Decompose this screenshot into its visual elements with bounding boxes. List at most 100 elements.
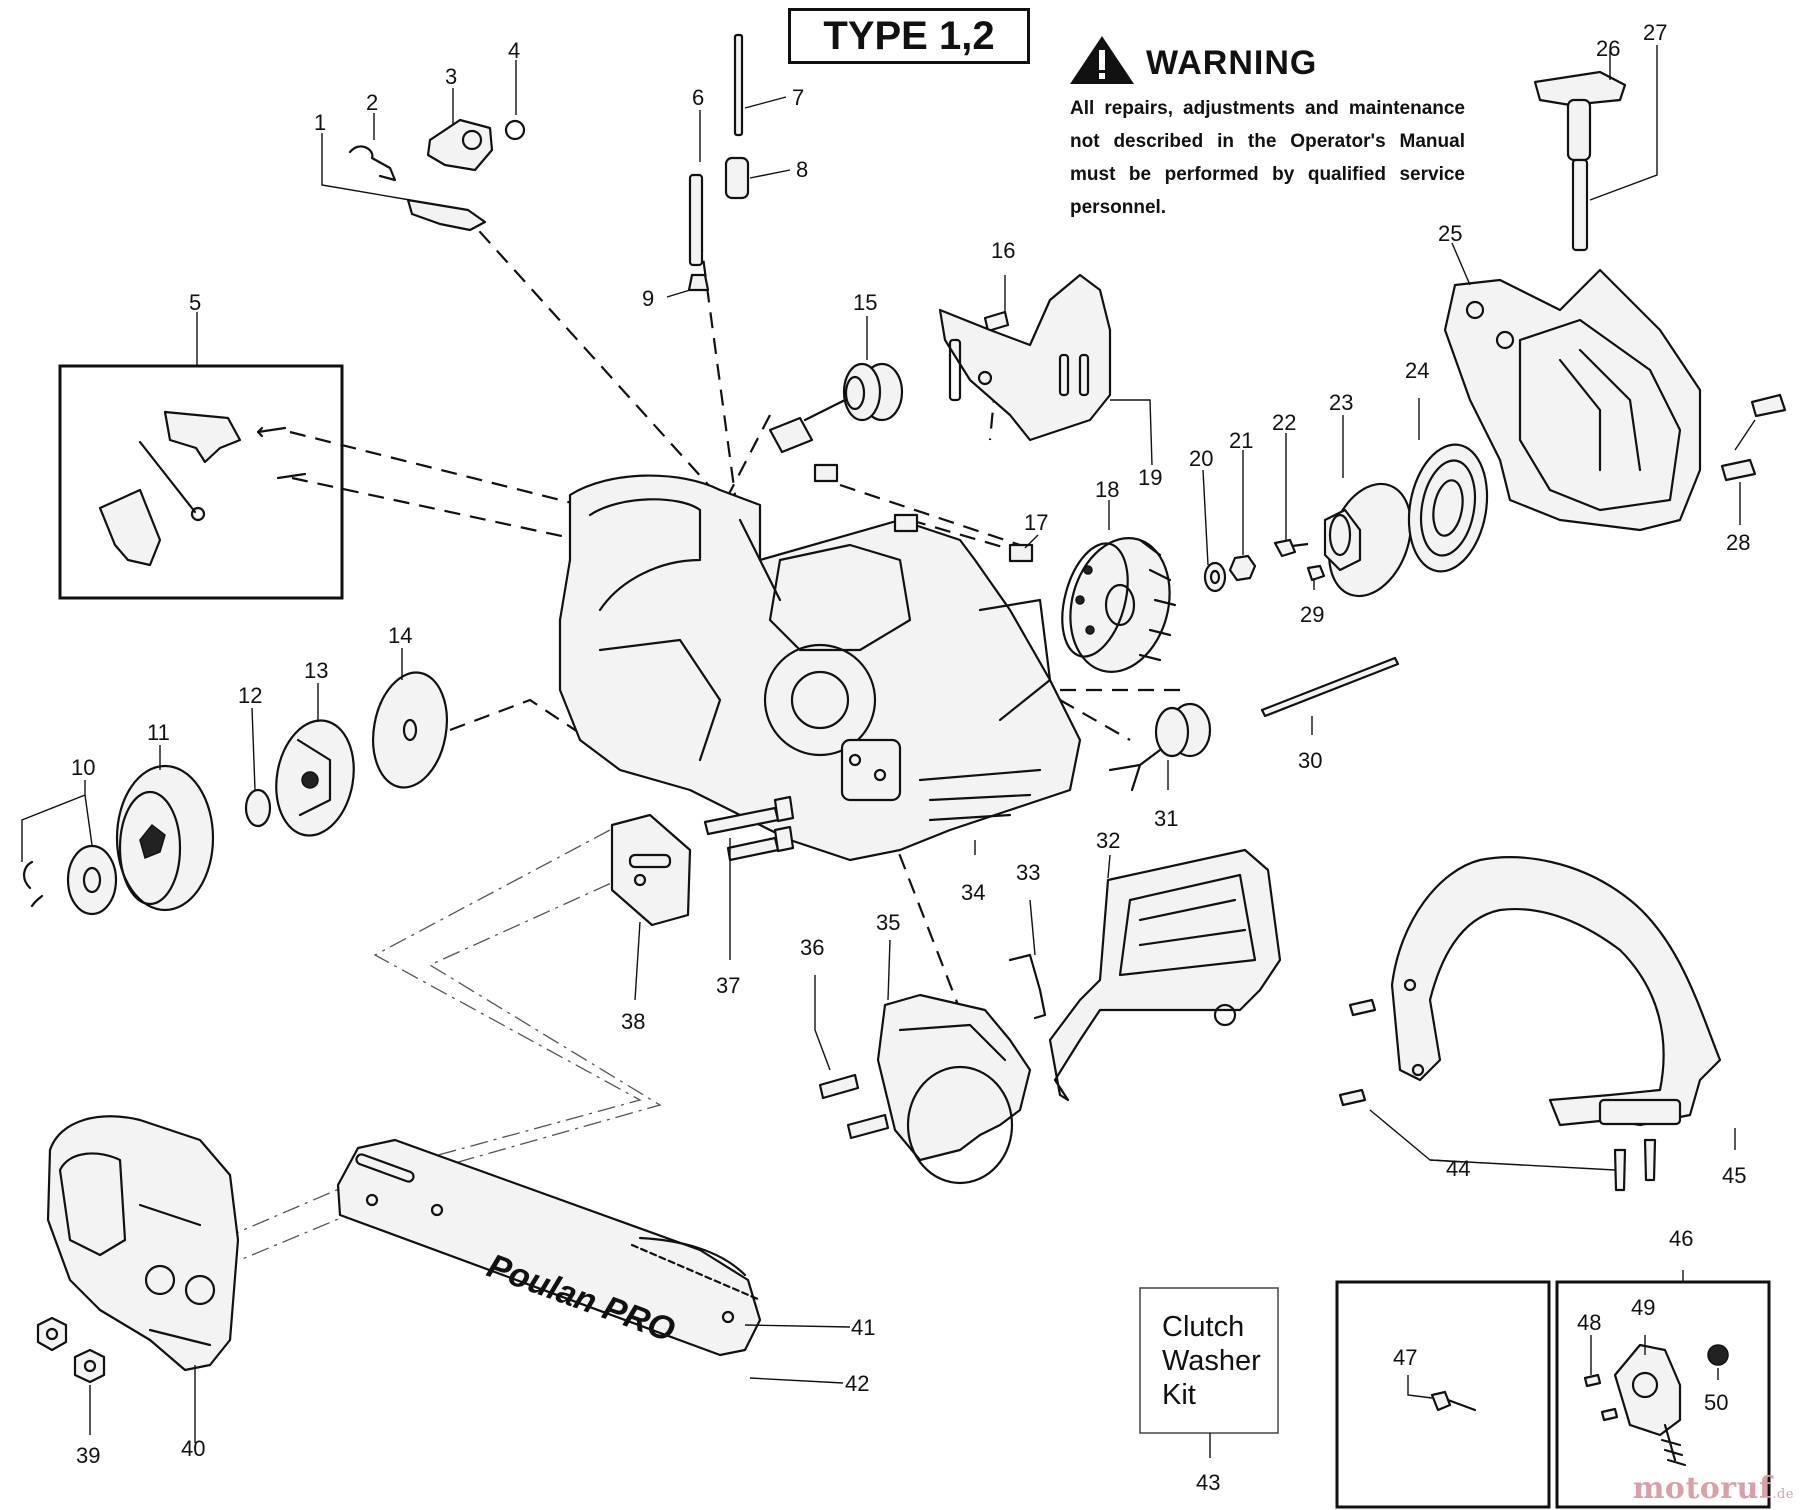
clutch-washer-kit-label: Clutch Washer Kit [1162,1311,1261,1411]
callout-42: 42 [845,1371,869,1396]
part-5-chain-brake-parts [98,410,307,567]
part-48-screw-b [1600,1407,1619,1422]
part-17-clip-b [893,513,919,533]
part-45-front-handle-bar [1390,856,1722,1127]
callout-24: 24 [1405,358,1429,383]
part-1-lever [406,198,487,232]
callout-40: 40 [181,1436,205,1461]
callout-4: 4 [508,38,520,63]
callout-13: 13 [304,658,328,683]
watermark-suffix: .de [1772,1487,1794,1502]
part-23-starter-pulley [1323,482,1412,598]
callout-34: 34 [961,880,985,905]
part-47-box [1335,1280,1551,1509]
callout-1: 1 [314,110,326,135]
part-9-valve [687,273,710,292]
callout-50: 50 [1704,1390,1728,1415]
callout-6: 6 [692,85,704,110]
warning-body: All repairs, adjustments and maintenance… [1070,98,1465,218]
callout-20: 20 [1189,446,1213,471]
part-7-rod [733,33,744,137]
callout-9: 9 [642,286,654,311]
part-12-washer [244,788,272,828]
callout-5: 5 [189,290,201,315]
callout-36: 36 [800,935,824,960]
part-16-screw [983,310,1010,333]
callout-7: 7 [792,85,804,110]
callout-31: 31 [1154,806,1178,831]
callout-46: 46 [1669,1226,1693,1251]
part-24-rewind-spring [1407,443,1489,573]
part-19-heat-shield [938,273,1112,442]
part-42-guide-bar: Poulan PRO [336,1138,762,1357]
part-22-screw [1273,538,1309,558]
part-44-screw-b [1338,1088,1367,1107]
part-20-washer [1203,561,1227,593]
callout-48: 48 [1577,1310,1601,1335]
callout-32: 32 [1096,828,1120,853]
part-48-screw-a [1583,1373,1602,1388]
callout-30: 30 [1298,748,1322,773]
part-14-clutch-cover-disc [372,671,448,789]
callout-35: 35 [876,910,900,935]
part-17-clip-c [1008,543,1034,563]
part-44-screw-d [1643,1138,1657,1182]
callout-26: 26 [1596,36,1620,61]
callout-33: 33 [1016,860,1040,885]
warning-title: WARNING [1146,44,1318,82]
callout-11: 11 [147,720,170,745]
callout-12: 12 [238,683,262,708]
callout-45: 45 [1722,1163,1746,1188]
part-25-starter-housing [1443,268,1702,532]
callout-22: 22 [1272,410,1296,435]
callout-37: 37 [716,973,740,998]
callout-numbers: 1 2 3 4 5 6 7 8 9 10 11 12 13 14 15 16 1… [71,20,1750,1495]
callout-21: 21 [1229,428,1253,453]
part-44-screw-c [1613,1148,1627,1192]
type-label: TYPE 1,2 [788,8,1030,64]
part-33-spring-pin [1008,953,1047,1020]
part-41-saw-chain [630,1236,762,1302]
part-32-front-hand-guard [1048,848,1282,1102]
callout-10: 10 [71,755,95,780]
callout-38: 38 [621,1009,645,1034]
callout-15: 15 [853,290,877,315]
part-18-flywheel [1061,537,1177,673]
part-36-screw-a [818,1073,860,1100]
part-29-nut [1306,564,1326,582]
part-27-starter-rope [1571,158,1589,252]
part-50-oil-pump-gear [1707,1344,1729,1366]
clutch-washer-kit-box [1139,1287,1279,1434]
part-39-nut-b [73,1348,106,1384]
part-17-clip-a [813,463,839,483]
callout-8: 8 [796,157,808,182]
callout-49: 49 [1631,1295,1655,1320]
part-38-bar-plate [610,813,692,927]
callout-41: 41 [851,1315,875,1340]
part-37-bolt-b [726,825,795,862]
callout-47: 47 [1393,1345,1417,1370]
callout-28: 28 [1726,530,1750,555]
part-5-kit-box [58,364,344,600]
part-26-starter-grip [1533,70,1627,162]
part-31-oil-cap [1108,702,1212,792]
watermark-name: motoruf [1632,1471,1773,1506]
part-8-grommet [724,156,750,200]
part-49-oil-pump [1613,1343,1687,1467]
part-39-nut-a [36,1316,68,1352]
callout-17: 17 [1024,510,1048,535]
part-15-fuel-cap [768,362,904,454]
leader-lines [21,45,1756,1458]
part-28-screw-a [1750,393,1787,418]
part-35-brake-band-cover [876,993,1032,1185]
part-36-screw-b [846,1113,890,1140]
warning-triangle-icon [1070,36,1134,84]
callout-27: 27 [1643,20,1667,45]
callout-16: 16 [991,238,1015,263]
callout-44: 44 [1446,1156,1470,1181]
callout-14: 14 [388,623,412,648]
part-34-crankcase-housing [558,474,1082,862]
part-37-bolt-a [703,795,795,836]
part-40-side-cover [46,1115,240,1372]
